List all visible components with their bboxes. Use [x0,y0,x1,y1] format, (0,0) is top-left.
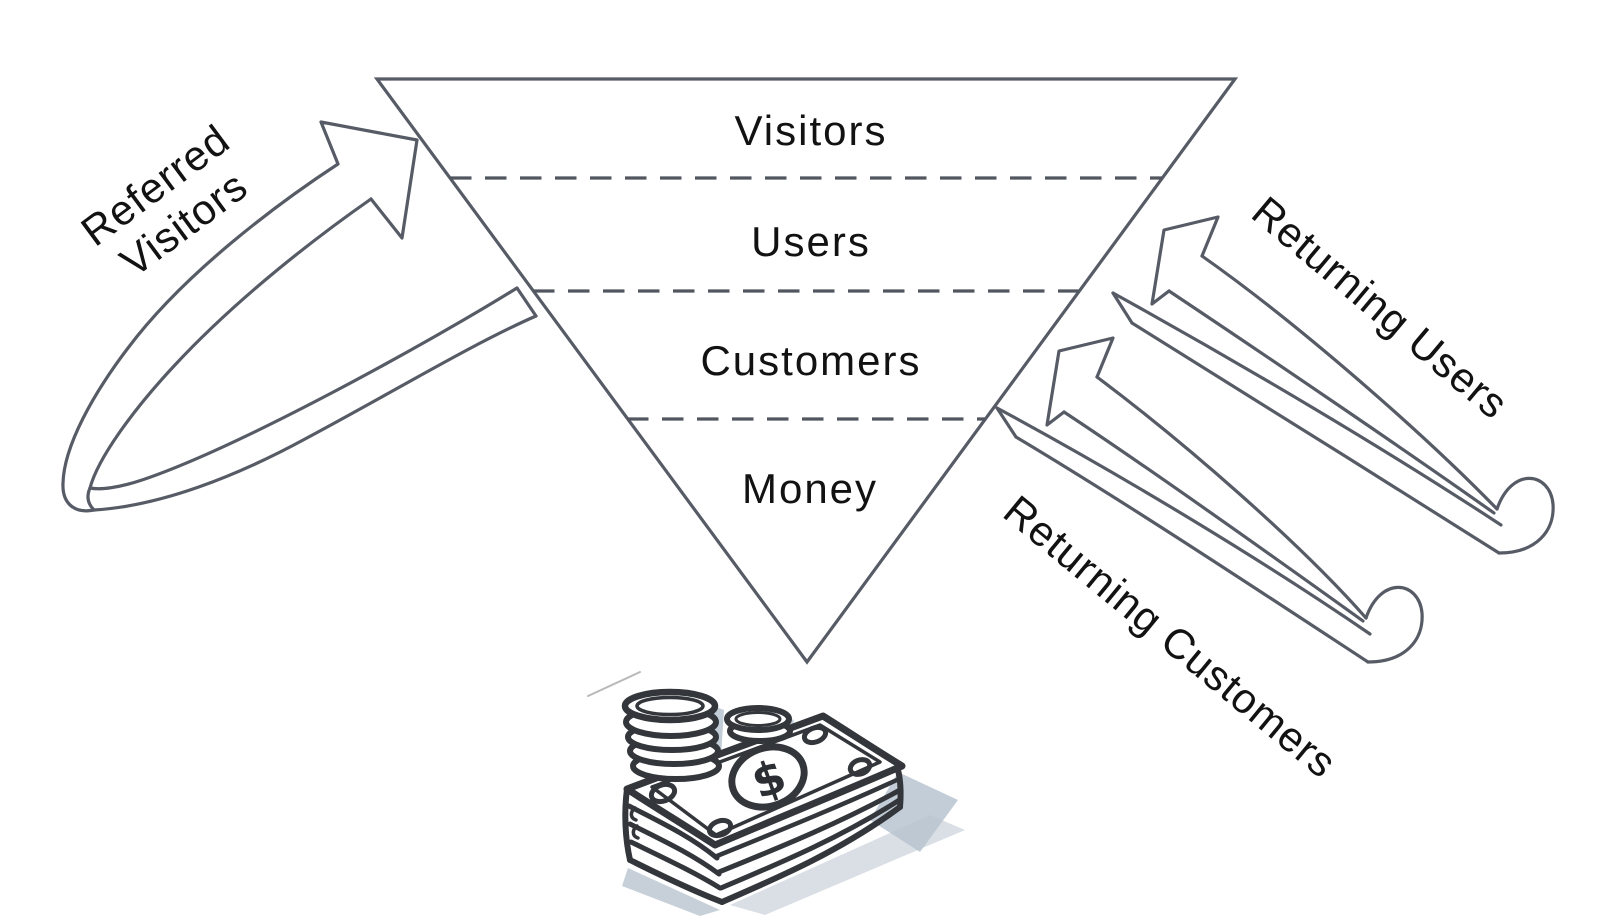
arrow-head-icon [1150,215,1220,306]
funnel-outline [373,77,1239,665]
bills-layer-line [626,803,720,861]
bills-layer-line [628,839,723,891]
arrow-side-a-line [1200,254,1499,511]
returning-customers-arrow [995,336,1424,664]
arrow-end-cap [515,286,538,318]
coin-stack-small-icon [724,705,793,744]
sketch-streak [587,671,641,697]
money-stack-icon: $ [587,671,965,916]
arrow-return-lower-line [1130,321,1501,555]
arrow-return-upper-line [995,406,1372,636]
bills-layer-line [627,821,722,877]
bill-corner-oval [801,724,829,746]
arrow-head-icon [319,120,419,240]
returning-users-arrow [1111,215,1555,555]
arrow-teardrop-bend [1495,476,1555,555]
bills-bottom-right-edge [719,804,903,905]
arrow-loop-outer-line [61,162,340,485]
coin-stack-tall-icon [621,688,722,782]
stage-label-money: Money [741,464,879,512]
arrow-side-a-line [1095,375,1368,620]
arrow-loop-fold [86,486,96,512]
bills-layer-line [714,776,902,859]
edge-scribble [629,806,638,822]
bills-right-edge [895,767,904,810]
dollar-circle [728,743,808,811]
coin-face-detail [734,711,782,727]
arrow-side-b-line [1062,410,1365,623]
arrow-end-cap [1111,291,1134,325]
bills-left-edge [622,786,633,863]
funnel-shape [373,77,1239,665]
bills-bottom-left-edge [627,857,725,905]
arrow-teardrop-bend [1364,585,1424,664]
stage-label-users: Users [751,217,871,265]
bill-corner-oval [706,817,734,839]
stage-label-visitors: Visitors [734,106,888,154]
bills-layer-line [716,787,903,875]
coin-face-detail [635,695,705,717]
arrow-side-b-line [1167,289,1496,515]
stage-label-customers: Customers [700,336,922,384]
arrow-return-upper-line [88,286,519,491]
bills-layer-line [718,796,904,891]
arrow-return-upper-line [1111,291,1503,527]
arrow-end-cap [995,406,1018,439]
bills-bottom-shade [622,868,720,916]
bills-shadow [730,815,965,915]
edge-scribble [631,824,640,840]
arrow-loop-inner-line [88,197,373,490]
arrow-return-lower-line [1014,435,1370,664]
bills-top-face [623,712,906,849]
referred-visitors-arrow [61,120,538,513]
bill-corner-oval [847,757,873,777]
arrow-loop-bend [61,481,96,513]
bill-corner-oval [648,781,678,805]
arrow-return-lower-line [92,314,538,512]
arrow-head-icon [1045,336,1115,427]
